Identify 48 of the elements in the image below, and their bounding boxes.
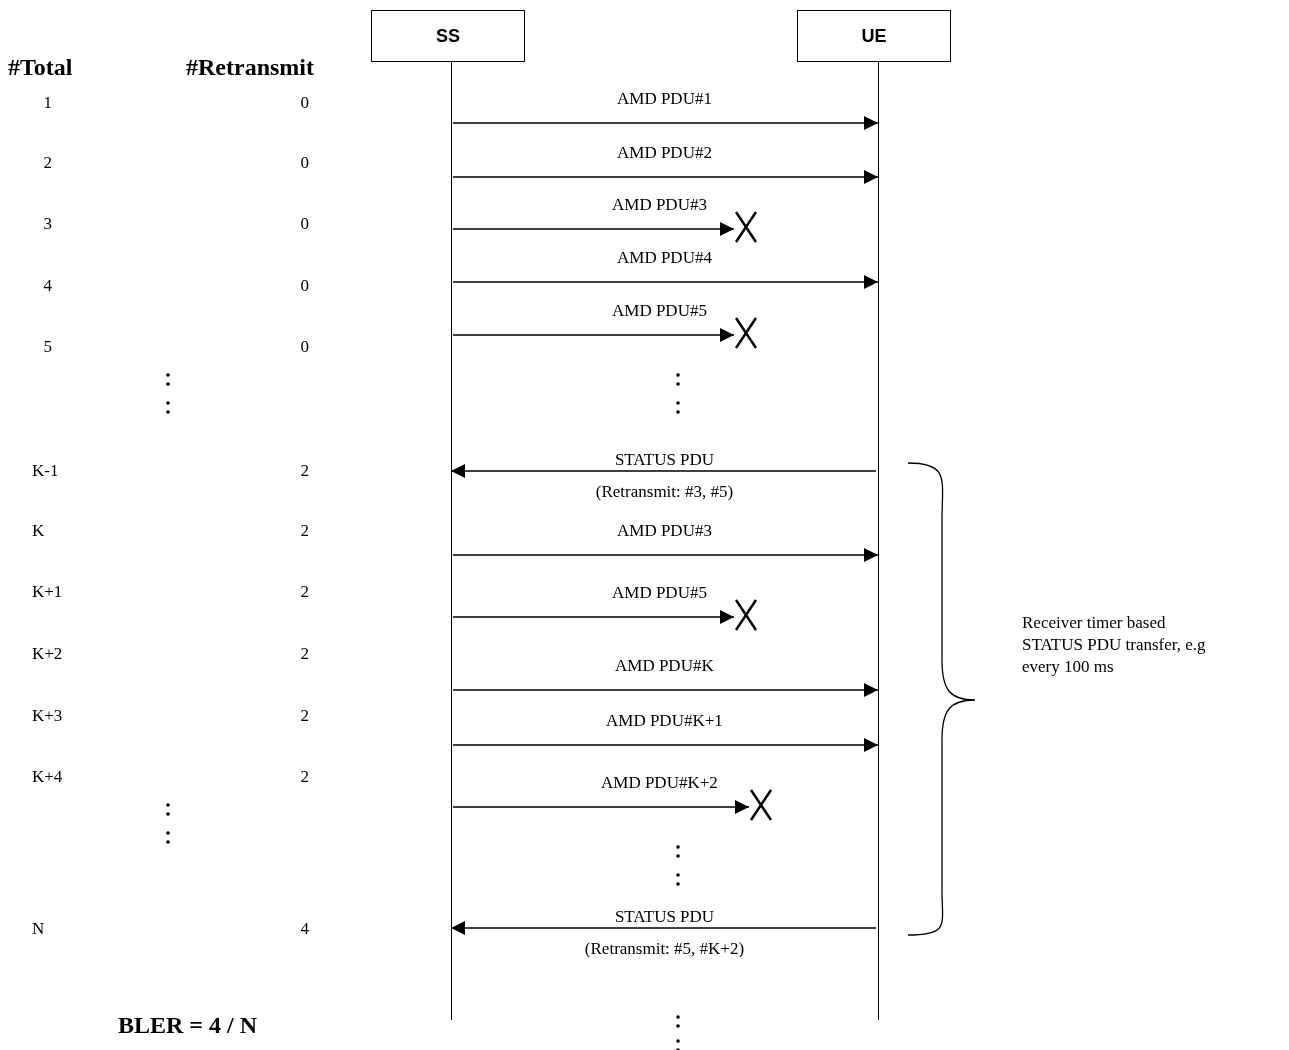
- column-header: #Total: [8, 54, 73, 81]
- table-cell: N: [32, 919, 45, 939]
- table-cell: 0: [300, 276, 309, 296]
- table-cell: K+3: [32, 706, 63, 726]
- message-arrow: [452, 548, 879, 562]
- message-arrow: [450, 464, 877, 478]
- message-label: STATUS PDU (Retransmit: #5, #K+2): [583, 906, 746, 960]
- message-arrow: [452, 738, 879, 752]
- table-cell: K+4: [32, 767, 63, 787]
- message-arrow: [452, 683, 879, 697]
- note-text: Receiver timer based STATUS PDU transfer, e.g every 100 ms: [1022, 612, 1207, 678]
- table-cell: 2: [300, 644, 309, 664]
- cross-mark-icon: [735, 211, 757, 243]
- formula-text: BLER = 4 / N: [118, 1012, 258, 1039]
- table-cell: 2: [300, 706, 309, 726]
- table-cell: 3: [43, 214, 52, 234]
- table-cell: K: [32, 521, 45, 541]
- message-arrow: [452, 275, 879, 289]
- cross-mark-icon: [735, 317, 757, 349]
- table-cell: 5: [43, 337, 52, 357]
- table-cell: 2: [300, 582, 309, 602]
- table-cell: 2: [300, 521, 309, 541]
- cross-mark-icon: [750, 789, 772, 821]
- table-cell: 2: [300, 461, 309, 481]
- message-arrow: [452, 328, 735, 342]
- table-cell: 1: [43, 93, 52, 113]
- participant-box: UE: [797, 10, 951, 62]
- table-cell: 0: [300, 214, 309, 234]
- table-cell: 2: [300, 767, 309, 787]
- table-cell: K-1: [32, 461, 59, 481]
- message-arrow: [452, 610, 735, 624]
- table-cell: K+2: [32, 644, 63, 664]
- cross-mark-icon: [735, 599, 757, 631]
- table-cell: 0: [300, 153, 309, 173]
- message-arrow: [452, 116, 879, 130]
- message-arrow: [450, 921, 877, 935]
- table-cell: 2: [43, 153, 52, 173]
- table-cell: 4: [300, 919, 309, 939]
- message-arrow: [452, 170, 879, 184]
- table-cell: K+1: [32, 582, 63, 602]
- message-arrow: [452, 800, 750, 814]
- message-label: STATUS PDU (Retransmit: #3, #5): [594, 449, 735, 503]
- table-cell: 0: [300, 93, 309, 113]
- message-arrow: [452, 222, 735, 236]
- column-header: #Retransmit: [186, 54, 314, 81]
- table-cell: 0: [300, 337, 309, 357]
- participant-box: SS: [371, 10, 525, 62]
- table-cell: 4: [43, 276, 52, 296]
